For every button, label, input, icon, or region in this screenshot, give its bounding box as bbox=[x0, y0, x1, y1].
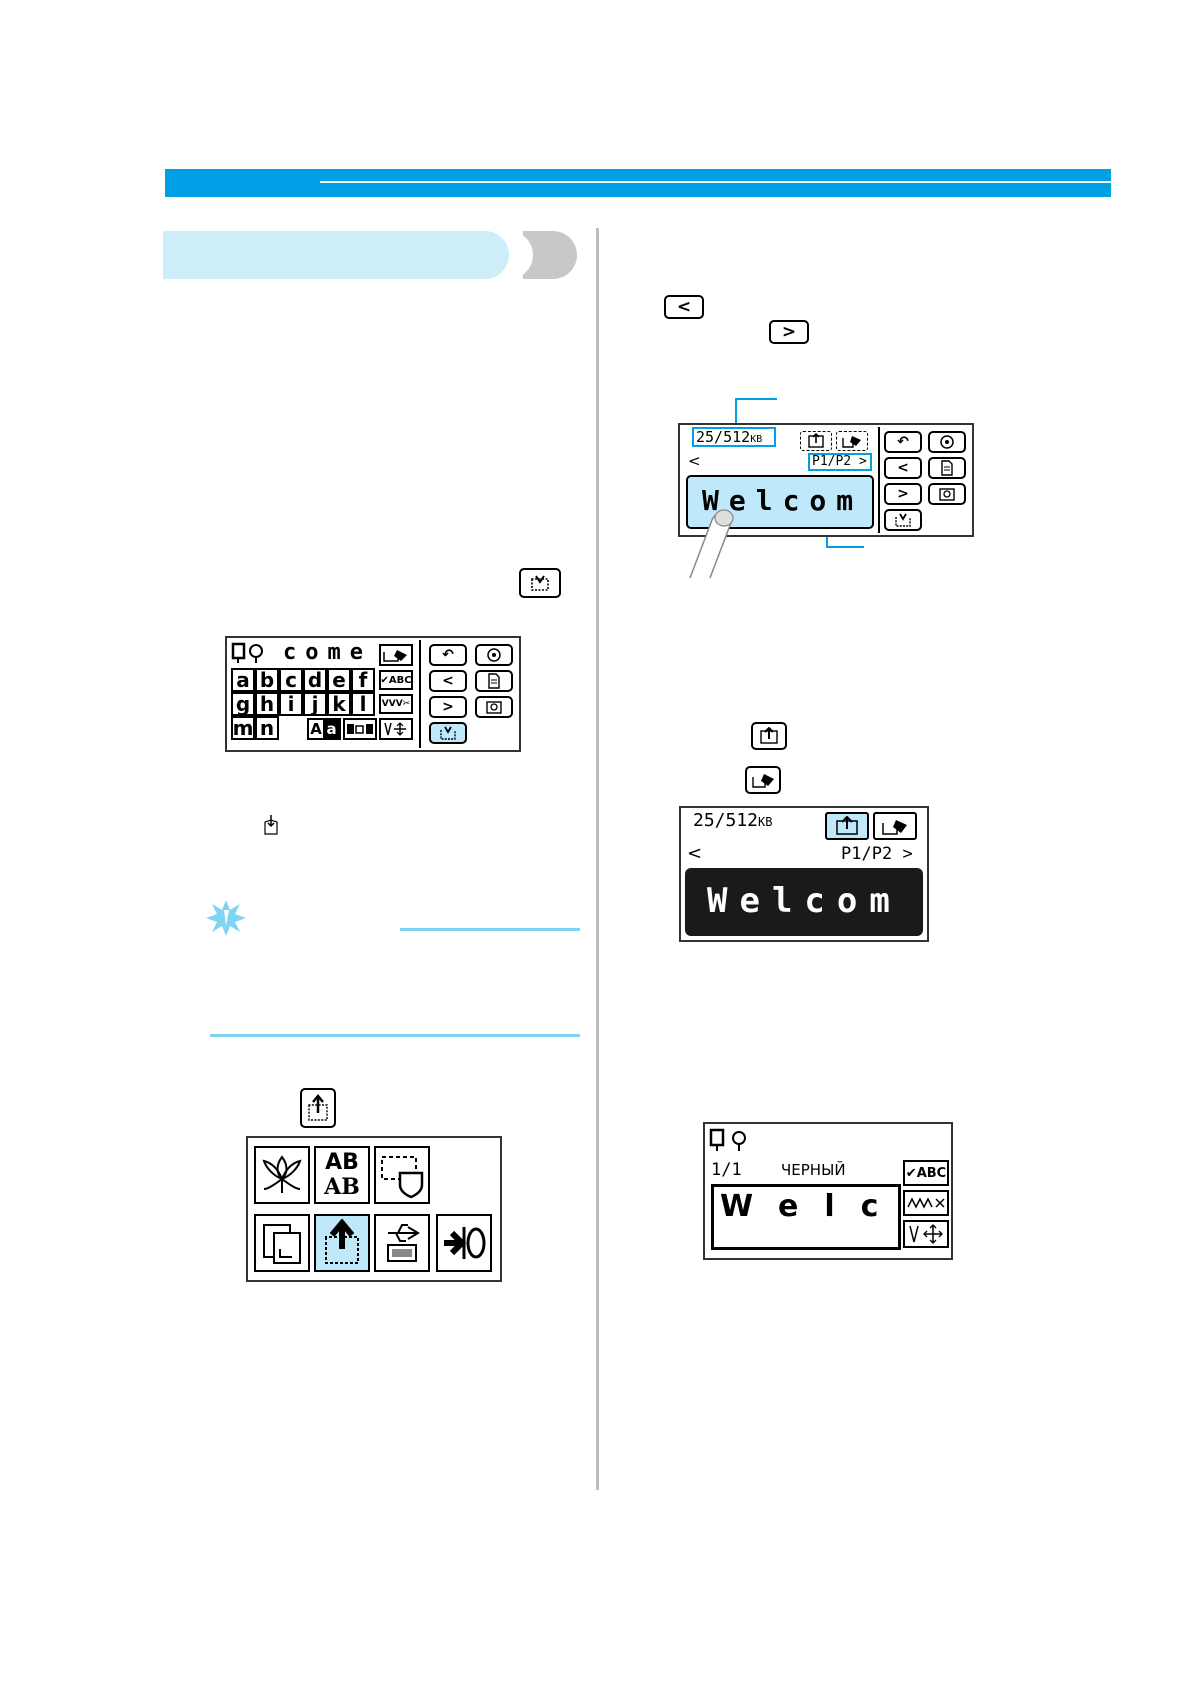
page-indicator: P1/P2 > bbox=[808, 453, 872, 471]
key-i[interactable]: i bbox=[279, 692, 303, 716]
font-check-icon[interactable]: ✔ABC bbox=[379, 670, 413, 690]
help-button[interactable] bbox=[928, 431, 966, 453]
thread-spool-icon bbox=[231, 642, 267, 664]
move-icon[interactable] bbox=[379, 718, 413, 740]
settings-button[interactable] bbox=[928, 483, 966, 505]
key-k[interactable]: k bbox=[327, 692, 351, 716]
pocket-upload-key-icon bbox=[300, 1088, 336, 1128]
memo-icon bbox=[204, 898, 248, 938]
key-g[interactable]: g bbox=[231, 692, 255, 716]
callout-page-line bbox=[826, 546, 864, 548]
key-c[interactable]: c bbox=[279, 668, 303, 692]
pocket-tab-key-icon bbox=[751, 722, 787, 750]
move-icon[interactable] bbox=[903, 1220, 949, 1248]
page-indicator: P1/P2 > bbox=[841, 844, 913, 864]
column-divider bbox=[596, 228, 599, 1490]
save-key-icon bbox=[519, 568, 561, 598]
stitch-cut-icon[interactable]: VVV✂ bbox=[379, 694, 413, 714]
prev-page-arrow[interactable]: < bbox=[687, 843, 703, 864]
thread-color-name: ЧЕРНЫЙ bbox=[781, 1161, 846, 1179]
key-a[interactable]: a bbox=[231, 668, 255, 692]
entered-text: come bbox=[283, 640, 372, 665]
memo-divider-top bbox=[400, 928, 580, 931]
key-f[interactable]: f bbox=[351, 668, 375, 692]
embroidery-preview-text: Welc bbox=[711, 1184, 901, 1250]
key-j[interactable]: j bbox=[303, 692, 327, 716]
memory-recall-button[interactable] bbox=[254, 1214, 310, 1272]
pocket-tab-selected[interactable] bbox=[825, 812, 869, 840]
finger-pointer-icon bbox=[686, 500, 756, 580]
delete-tab[interactable] bbox=[873, 812, 917, 840]
help-button[interactable] bbox=[475, 644, 513, 666]
stitch-cut-icon[interactable] bbox=[903, 1190, 949, 1216]
pocket-upload-button[interactable] bbox=[314, 1214, 370, 1272]
key-h[interactable]: h bbox=[255, 692, 279, 716]
thread-spool-icon bbox=[709, 1128, 753, 1152]
prev-page-arrow[interactable]: < bbox=[688, 452, 701, 470]
callout-memory-drop bbox=[735, 398, 737, 426]
delete-text-screen: 25/512KB < P1/P2 > Welcom bbox=[679, 806, 929, 942]
section-title-pill bbox=[163, 231, 577, 279]
key-m[interactable]: m bbox=[231, 716, 255, 740]
document-button[interactable] bbox=[475, 670, 513, 692]
memo-divider-bottom bbox=[210, 1034, 580, 1037]
pocket-save-icon bbox=[262, 814, 280, 836]
selected-text-item[interactable]: Welcom bbox=[685, 868, 923, 936]
frame-pattern-button[interactable] bbox=[374, 1146, 430, 1204]
embroidery-pattern-button[interactable] bbox=[254, 1146, 310, 1204]
callout-memory-line bbox=[735, 398, 777, 400]
delete-tab-key-icon bbox=[745, 766, 781, 794]
header-bar bbox=[165, 169, 1111, 197]
key-l[interactable]: l bbox=[351, 692, 375, 716]
usb-computer-button[interactable] bbox=[374, 1214, 430, 1272]
key-e[interactable]: e bbox=[327, 668, 351, 692]
memory-usage: 25/512KB bbox=[692, 427, 776, 447]
next-button[interactable]: > bbox=[884, 483, 922, 505]
header-line bbox=[320, 181, 1111, 183]
delete-tab-icon[interactable] bbox=[836, 431, 868, 451]
pocket-tab-icon[interactable] bbox=[800, 431, 832, 451]
document-button[interactable] bbox=[928, 457, 966, 479]
undo-button[interactable]: ↶ bbox=[429, 644, 467, 666]
key-d[interactable]: d bbox=[303, 668, 327, 692]
prev-button[interactable]: < bbox=[429, 670, 467, 692]
next-button[interactable]: > bbox=[429, 696, 467, 718]
save-button[interactable] bbox=[884, 509, 922, 531]
settings-button[interactable] bbox=[475, 696, 513, 718]
next-key-icon: > bbox=[769, 320, 809, 344]
prev-key-icon: < bbox=[664, 295, 704, 319]
key-b[interactable]: b bbox=[255, 668, 279, 692]
exit-button[interactable] bbox=[436, 1214, 492, 1272]
undo-button[interactable]: ↶ bbox=[884, 431, 922, 453]
font-check-icon[interactable]: ✔ABC bbox=[903, 1160, 949, 1186]
save-button[interactable] bbox=[429, 722, 467, 744]
prev-button[interactable]: < bbox=[884, 457, 922, 479]
color-count: 1/1 bbox=[711, 1160, 742, 1180]
spacing-icon[interactable] bbox=[343, 718, 377, 740]
embroidery-preview-screen: 1/1 ЧЕРНЫЙ Welc ✔ABC bbox=[703, 1122, 953, 1260]
delete-icon[interactable] bbox=[379, 644, 413, 666]
memory-usage: 25/512KB bbox=[693, 810, 773, 831]
key-n[interactable]: n bbox=[255, 716, 279, 740]
